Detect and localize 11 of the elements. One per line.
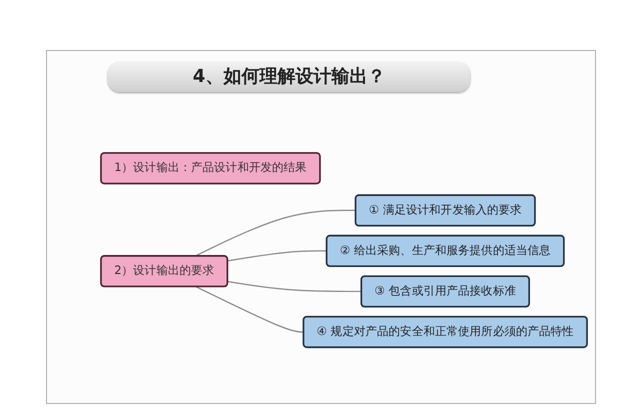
node-box: 1）设计输出：产品设计和开发的结果 <box>100 152 321 184</box>
connector <box>195 286 304 332</box>
node-box: ④ 规定对产品的安全和正常使用所必须的产品特性 <box>302 316 588 348</box>
connector <box>227 280 362 292</box>
connector <box>195 210 356 256</box>
node-box: 2）设计输出的要求 <box>100 254 228 288</box>
node-box: ① 满足设计和开发输入的要求 <box>354 194 536 226</box>
node-box: ③ 包含或引用产品接收标准 <box>360 275 530 308</box>
node-box: ② 给出采购、生产和服务提供的适当信息 <box>326 234 565 267</box>
connector <box>227 250 327 262</box>
title-banner: 4、如何理解设计输出？ <box>108 62 470 92</box>
